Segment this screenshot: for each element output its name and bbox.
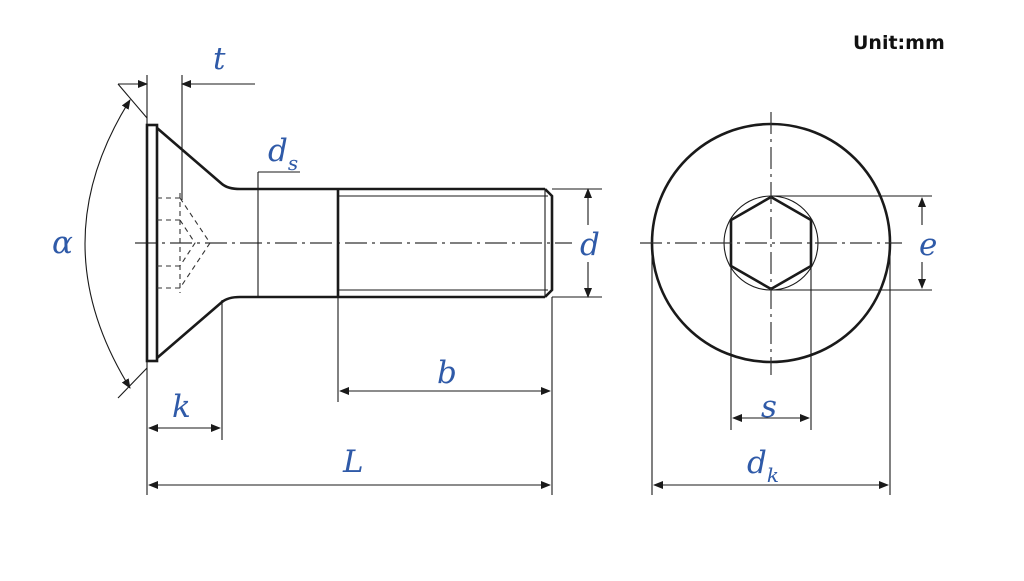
head-face	[145, 123, 159, 363]
label-dk: dk	[747, 445, 779, 486]
label-k: k	[172, 389, 191, 425]
label-dk-sub: k	[766, 463, 779, 487]
label-e: e	[919, 227, 938, 263]
top-view	[640, 112, 902, 375]
label-alpha: α	[52, 225, 73, 261]
alpha-arc	[84, 99, 131, 389]
label-b: b	[437, 355, 457, 391]
label-ds-sub: s	[287, 151, 299, 175]
side-view	[135, 123, 572, 363]
label-ds: ds	[268, 133, 298, 174]
label-t: t	[213, 41, 226, 77]
side-dimensions	[84, 75, 602, 495]
label-s: s	[761, 389, 777, 425]
label-ds-main: d	[268, 133, 288, 169]
hidden-socket	[157, 193, 211, 293]
label-dk-main: d	[747, 445, 767, 481]
label-d: d	[580, 227, 600, 263]
top-dimensions	[651, 195, 932, 495]
label-L: L	[343, 444, 364, 480]
head-cone-top	[156, 127, 338, 191]
screw-tip	[544, 188, 554, 298]
head-cone-bottom	[156, 295, 338, 359]
unit-label: Unit:mm	[853, 32, 945, 54]
